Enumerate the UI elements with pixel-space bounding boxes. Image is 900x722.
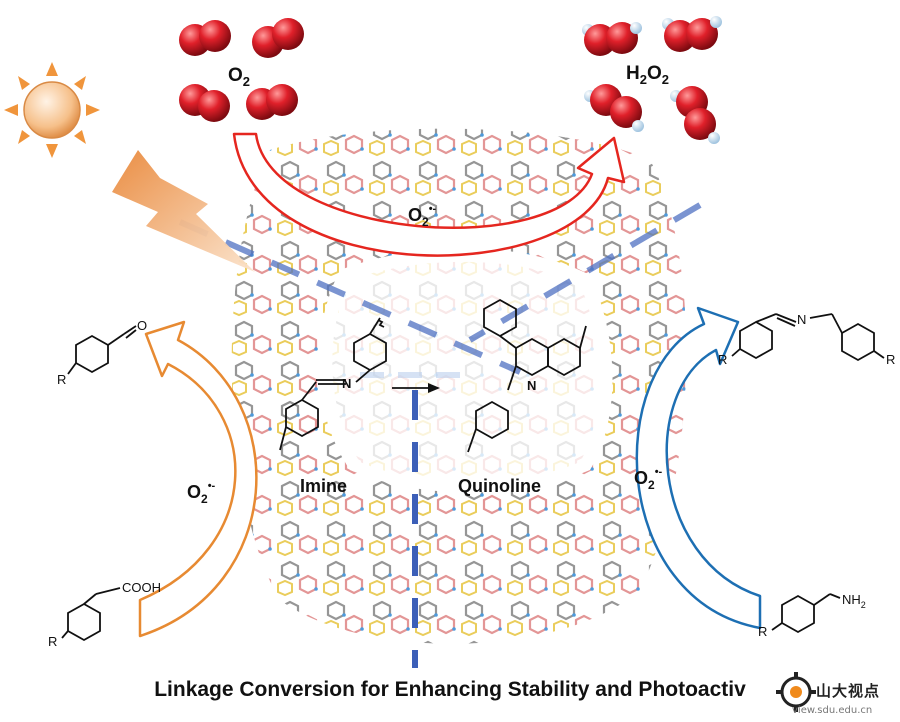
light-bolt-icon xyxy=(112,150,255,272)
superoxide-label-top: O2•- xyxy=(408,203,437,229)
coupled-imine-n-atom: N xyxy=(797,312,806,327)
quinoline-structure xyxy=(467,298,587,453)
superoxide-label-right: O2•- xyxy=(634,466,663,492)
amine-structure xyxy=(771,593,841,634)
figure-caption: Linkage Conversion for Enhancing Stabili… xyxy=(154,678,746,701)
coupled-imine-r-left: R xyxy=(718,352,727,367)
coupled-imine-r-right: R xyxy=(886,352,895,367)
axis-dash-lines xyxy=(178,202,702,668)
aldehyde-o-atom: O xyxy=(137,318,147,333)
h2o2-molecules xyxy=(582,16,722,144)
amine-nh2-group: NH2 xyxy=(842,592,866,610)
sdu-emblem-icon xyxy=(776,672,816,712)
sun-icon xyxy=(4,62,100,158)
blue-amine-oxidation-arrow xyxy=(635,306,762,630)
o2-label: O2 xyxy=(228,65,250,89)
acid-cooh-group: COOH xyxy=(122,580,161,595)
quinoline-n-atom: N xyxy=(527,378,536,393)
imine-label: Imine xyxy=(300,476,347,496)
linkage-conversion-arrow xyxy=(392,383,440,393)
acid-r-group: R xyxy=(48,634,57,649)
h2o2-label: H2O2 xyxy=(626,63,669,87)
imine-structure xyxy=(279,317,387,451)
coupled-imine-structure xyxy=(731,313,885,362)
quinoline-label: Quinoline xyxy=(458,476,541,496)
logo-name: 山大视点 xyxy=(816,682,881,700)
logo-url: view.sdu.edu.cn xyxy=(792,705,873,716)
sdu-view-logo: 山大视点 view.sdu.edu.cn xyxy=(776,668,900,722)
amine-r-group: R xyxy=(758,624,767,639)
acid-structure xyxy=(61,587,121,642)
aldehyde-r-group: R xyxy=(57,372,66,387)
red-reduction-arrow xyxy=(232,132,626,257)
orange-decarboxylation-arrow xyxy=(138,320,258,638)
cof-framework xyxy=(231,128,687,644)
aldehyde-structure xyxy=(67,325,137,375)
superoxide-label-left: O2•- xyxy=(187,480,216,506)
o2-molecules xyxy=(179,18,304,122)
imine-n-atom: N xyxy=(342,376,351,391)
